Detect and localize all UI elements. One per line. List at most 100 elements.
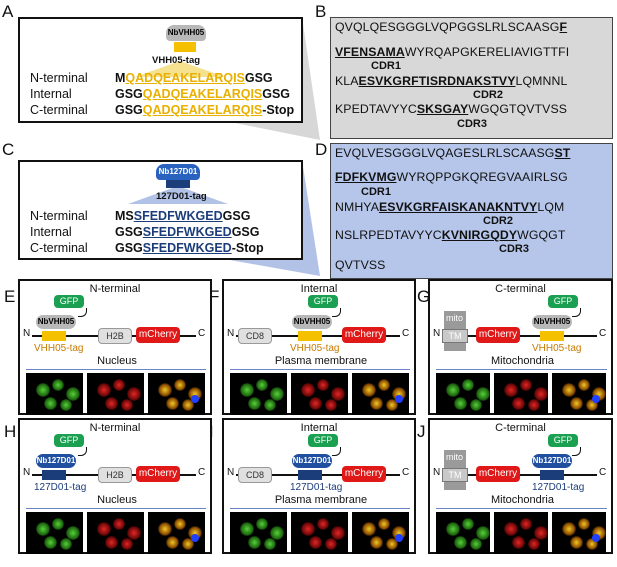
cell-red-f-1 <box>317 379 329 391</box>
seq-b-line-3: KLAESVKGRFTISRDNAKSTVYLQMNNL <box>335 74 568 88</box>
separator-i <box>230 508 410 509</box>
cell-red-i-1 <box>317 518 329 530</box>
panel-h-title: N-terminal <box>89 422 141 434</box>
cell-green-i-2 <box>270 526 284 540</box>
cell-merge-h-4 <box>182 538 194 550</box>
nanobody-g: NbVHH05 <box>532 315 572 329</box>
cell-red-j-2 <box>534 526 548 540</box>
panel-label-e: E <box>4 287 16 306</box>
cdr3-label-b: CDR3 <box>457 118 487 130</box>
nucleus-blue-h <box>191 534 199 542</box>
vhh05-tag-block <box>174 42 196 52</box>
seq-d-line-1: EVQLVESGGGLVQAGESLRLSCAASGST <box>335 146 571 160</box>
localization-i: Plasma membrane <box>274 494 368 506</box>
cell-merge-h-3 <box>166 536 179 549</box>
cell-merge-i-1 <box>378 518 390 530</box>
cell-green-e-2 <box>66 387 80 401</box>
gfp-linker-f <box>332 308 341 317</box>
panel-label-f: F <box>209 287 220 306</box>
nucleus-blue-e <box>191 395 199 403</box>
c-terminus-g: C <box>599 328 607 339</box>
cell-green-i-1 <box>256 518 268 530</box>
localization-j: Mitochondria <box>491 494 554 506</box>
gfp-f: GFP <box>308 295 338 308</box>
tag-block-g <box>540 331 564 341</box>
cell-green-j-0 <box>446 522 460 536</box>
cell-merge-e-1 <box>174 379 186 391</box>
tag-block-e <box>42 331 66 341</box>
cdr1-label-b: CDR1 <box>371 60 401 72</box>
127d01-tag-fan <box>128 186 228 204</box>
micrograph-red-h <box>87 512 144 554</box>
micrograph-red-i <box>291 512 348 554</box>
cell-green-e-1 <box>52 379 64 391</box>
micrograph-merge-f <box>352 373 409 415</box>
mito-label-j: mito <box>446 452 464 462</box>
cell-merge-j-3 <box>570 536 583 549</box>
cell-green-g-4 <box>470 399 482 411</box>
micrograph-merge-h <box>148 512 205 554</box>
cell-red-g-3 <box>512 397 525 410</box>
panel-label-b: B <box>315 2 327 21</box>
micrograph-green-g <box>436 373 490 415</box>
seq-d-line-2: FDFKVMGWYRQPPGKQREGVAAIRLSG <box>335 170 568 184</box>
cell-merge-g-3 <box>570 397 583 410</box>
cell-red-g-2 <box>534 387 548 401</box>
panel-i-title: Internal <box>300 422 338 434</box>
tag-block-f <box>298 331 322 341</box>
micrograph-red-g <box>494 373 548 415</box>
mcherry-f: mCherry <box>342 327 386 343</box>
mito-label-g: mito <box>446 313 464 323</box>
cell-green-f-3 <box>248 397 261 410</box>
cell-merge-g-0 <box>562 383 576 397</box>
cell-red-j-0 <box>504 522 518 536</box>
nucleus-blue-j <box>592 534 600 542</box>
micrograph-merge-j <box>552 512 606 554</box>
micrograph-red-f <box>291 373 348 415</box>
micrograph-merge-e <box>148 373 205 415</box>
cell-red-f-4 <box>325 399 337 411</box>
nucleus-blue-f <box>395 395 403 403</box>
127d01-tag-label: 127D01-tag <box>156 191 207 202</box>
micrograph-merge-g <box>552 373 606 415</box>
panel-d-sequence-box: EVQLVESGGGLVQAGESLRLSCAASGST FDFKVMGWYRQ… <box>330 143 613 279</box>
localization-f: Plasma membrane <box>274 355 368 367</box>
seq-d-line-3: NMHYAESVKGRFAISKANAKNTVYLQM <box>335 200 565 214</box>
cell-red-h-0 <box>97 522 111 536</box>
c-terminus-h: C <box>198 467 206 478</box>
gfp-linker-e <box>78 308 87 317</box>
seq-b-line-1: QVQLQESGGGLVQPGGSLRLSCAASGF <box>335 20 568 34</box>
cell-red-j-4 <box>528 538 540 550</box>
cell-merge-h-1 <box>174 518 186 530</box>
cell-red-f-2 <box>331 387 345 401</box>
nbvhh05-bubble: NbVHH05 <box>166 25 206 41</box>
panel-b-sequence-box: QVQLQESGGGLVQPGGSLRLSCAASGF VFENSAMAWYRQ… <box>330 17 613 139</box>
cell-merge-f-4 <box>386 399 398 411</box>
panel-g-title: C-terminal <box>495 283 546 295</box>
cell-red-g-1 <box>520 379 532 391</box>
cell-merge-i-4 <box>386 538 398 550</box>
gfp-linker-j <box>572 447 581 456</box>
separator-f <box>230 369 410 370</box>
vhh05-tag-fan <box>135 61 225 77</box>
separator-e <box>26 369 206 370</box>
cdr1-label-d: CDR1 <box>361 186 391 198</box>
panel-f-title: Internal <box>300 283 338 295</box>
tag-block-h <box>42 470 66 480</box>
gfp-e: GFP <box>54 295 84 308</box>
cdr3-label-d: CDR3 <box>499 243 529 255</box>
cell-merge-g-1 <box>578 379 590 391</box>
seq-b-line-2: VFENSAMAWYRQAPGKERELIAVIGTTFI <box>335 45 570 59</box>
cell-merge-e-4 <box>182 399 194 411</box>
cell-green-h-4 <box>60 538 72 550</box>
cell-red-h-4 <box>121 538 133 550</box>
n-terminus-j: N <box>433 467 441 478</box>
